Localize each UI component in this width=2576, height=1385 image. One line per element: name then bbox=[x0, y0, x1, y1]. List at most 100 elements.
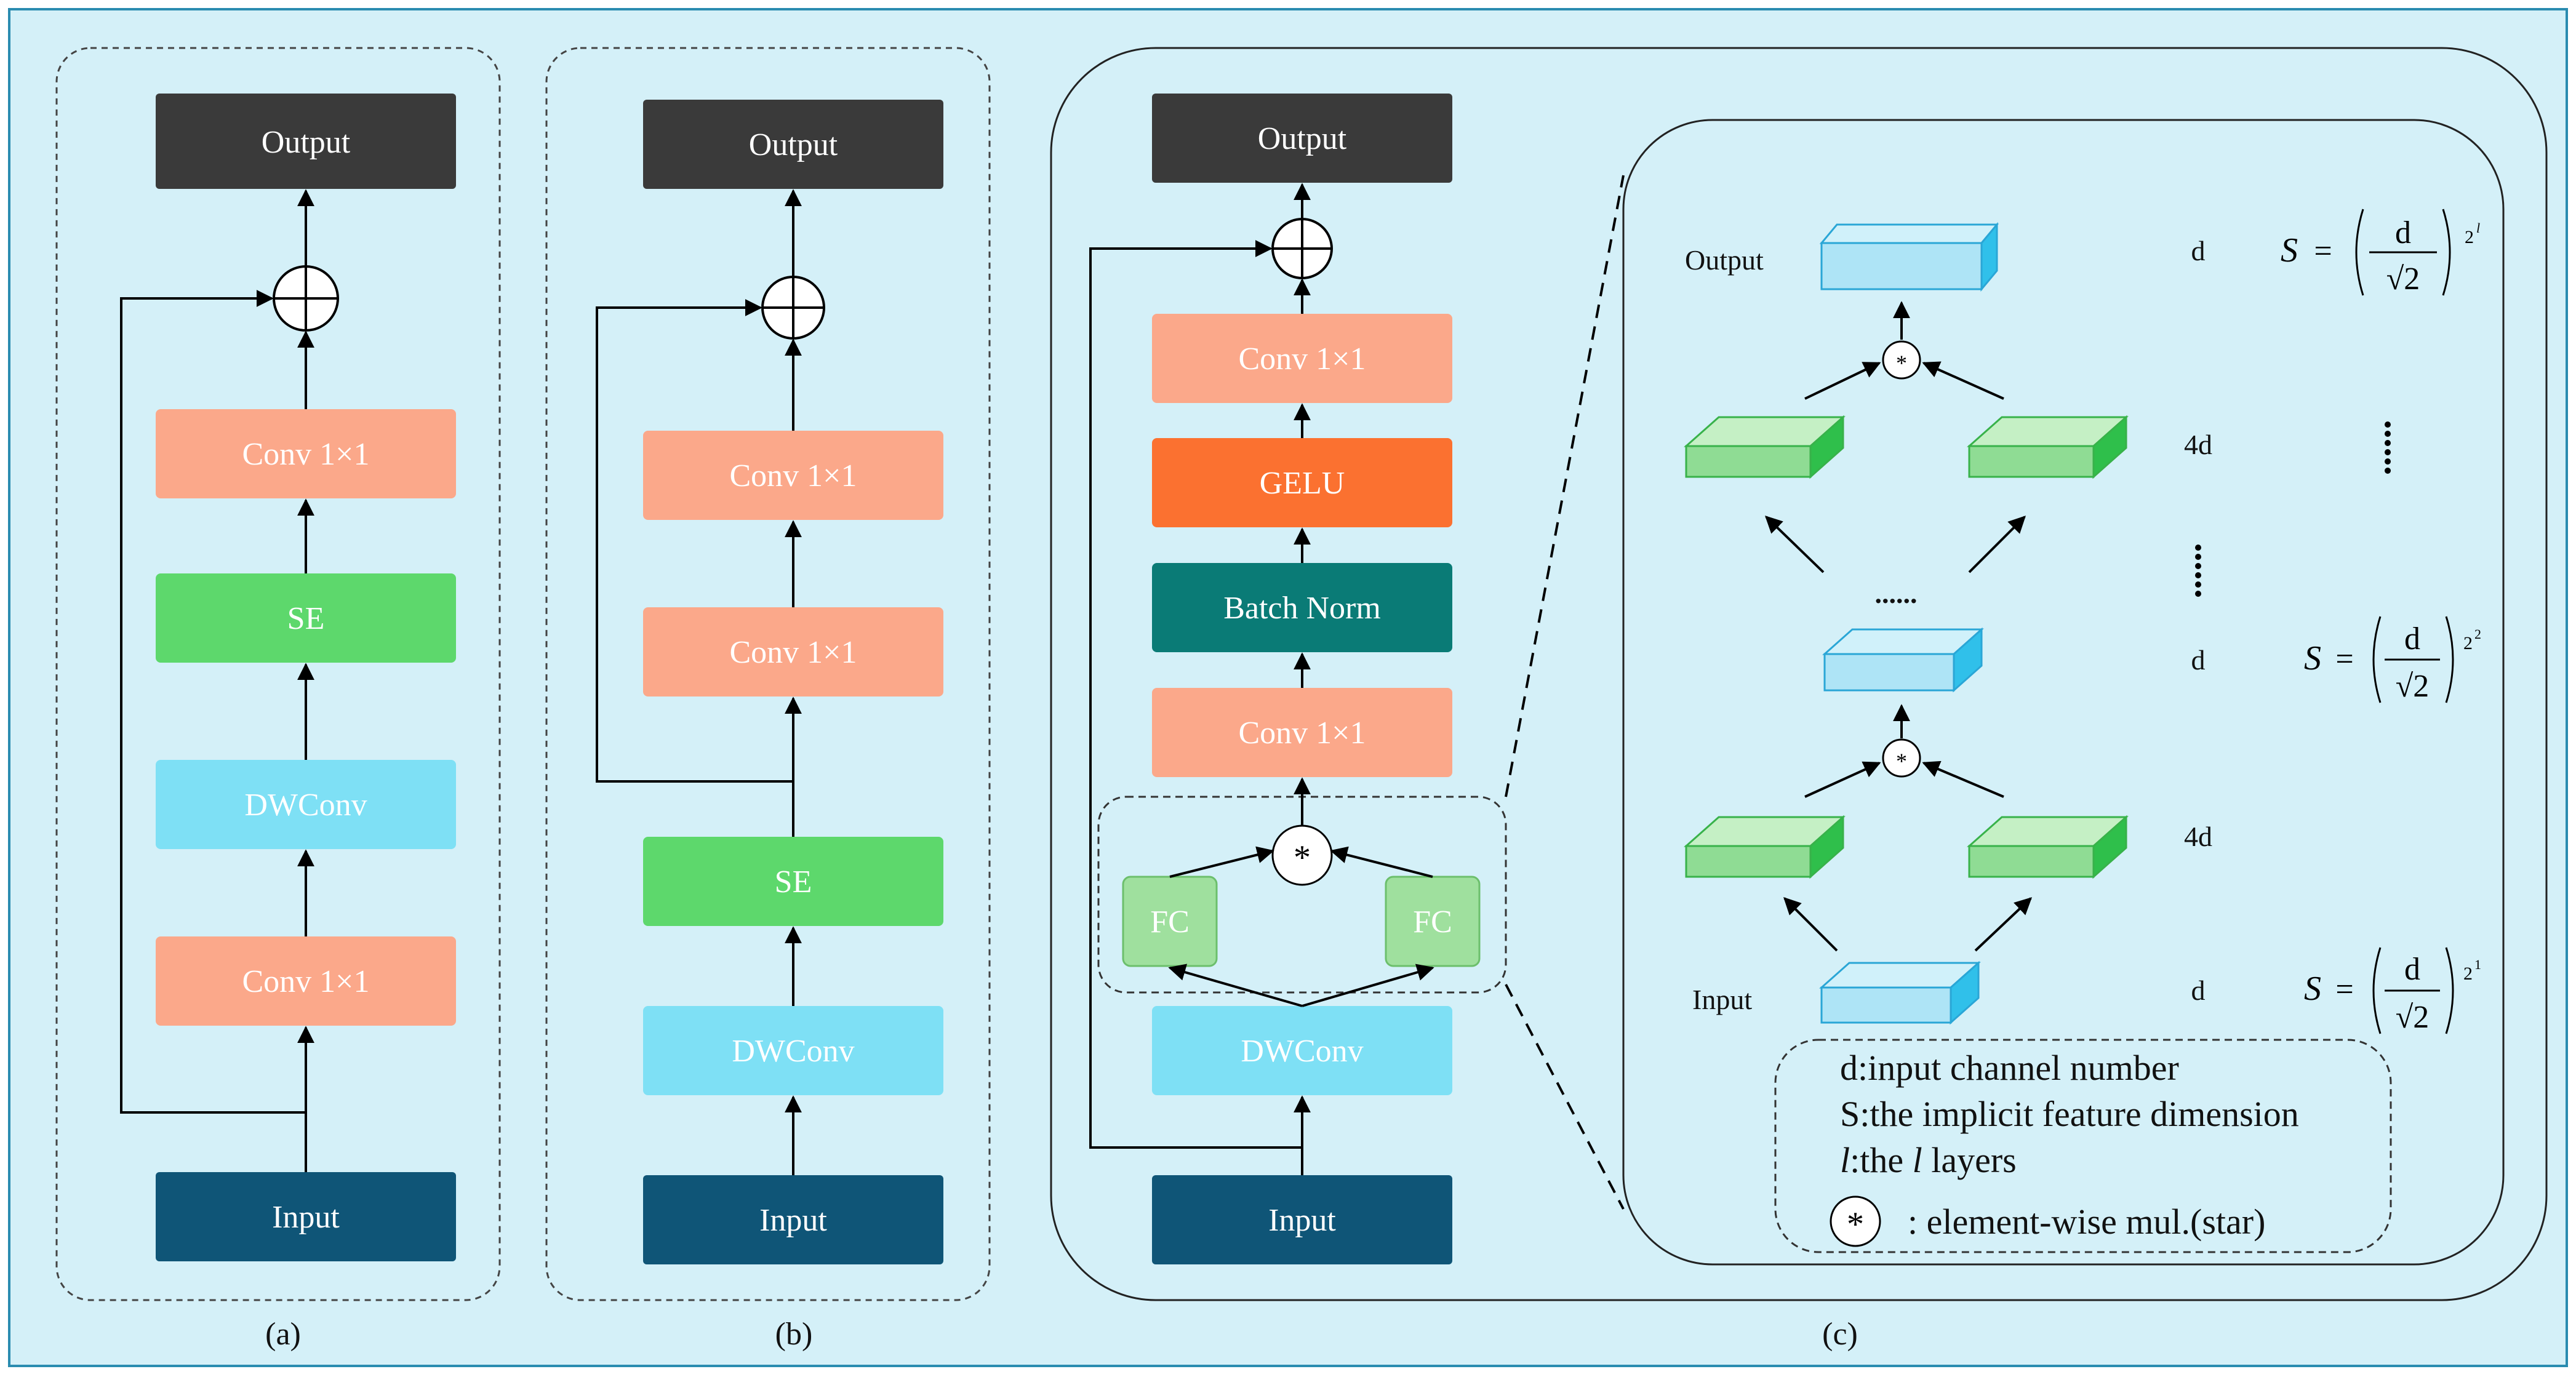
panel-c-star-symbol: * bbox=[1294, 839, 1311, 877]
detail-channel-label-3: d bbox=[2191, 644, 2206, 676]
formula-bot-den: √2 bbox=[2396, 1000, 2430, 1035]
detail-green-block-upper-left bbox=[1684, 415, 1846, 479]
formula-top-exp: 2 bbox=[2465, 227, 2474, 247]
detail-channel-label-5: d bbox=[2191, 975, 2206, 1006]
panel-c-frame bbox=[1050, 47, 2548, 1301]
formula-bot-s: S bbox=[2304, 970, 2321, 1008]
panel-a-conv-bottom-box bbox=[156, 936, 456, 1026]
panel-c-input-box bbox=[1152, 1175, 1452, 1264]
panel-b-output-label: Output bbox=[749, 127, 838, 162]
detail-green-block-lower-left bbox=[1684, 815, 1846, 879]
detail-star-top-node bbox=[1882, 340, 1921, 380]
formula-mid-num: d bbox=[2404, 621, 2420, 657]
detail-middle-block bbox=[1822, 627, 1984, 693]
panel-c-output-box bbox=[1152, 94, 1452, 183]
panel-c-gelu-box bbox=[1152, 438, 1452, 527]
panel-c-conv-bottom-box bbox=[1152, 688, 1452, 777]
legend-line-3: l:the l layers bbox=[1840, 1140, 2017, 1180]
panel-c: Output Conv 1×1 GELU Batch Norm Conv 1×1… bbox=[1050, 47, 2548, 1352]
legend-frame bbox=[1774, 1039, 2392, 1253]
diagram-background bbox=[8, 8, 2568, 1367]
panel-b-se-box bbox=[643, 837, 943, 926]
panel-c-caption: (c) bbox=[1822, 1317, 1858, 1352]
panel-c-fc-right-label: FC bbox=[1413, 904, 1452, 940]
detail-vertical-ellipsis-channels bbox=[2195, 545, 2201, 597]
panel-b-dwconv-label: DWConv bbox=[732, 1034, 854, 1069]
detail-formula-top: S = d √2 2 l bbox=[2281, 209, 2480, 297]
panel-a-frame bbox=[55, 47, 501, 1301]
formula-top-s: S bbox=[2281, 231, 2298, 269]
panel-c-batchnorm-box bbox=[1152, 563, 1452, 652]
panel-c-dwconv-box bbox=[1152, 1006, 1452, 1095]
detail-formula-middle: S = d √2 2 2 bbox=[2304, 616, 2481, 704]
panel-b-output-box bbox=[643, 100, 943, 189]
formula-top-num: d bbox=[2395, 215, 2411, 250]
formula-bot-num: d bbox=[2404, 952, 2420, 987]
panel-b-conv-top-label: Conv 1×1 bbox=[729, 458, 857, 493]
formula-bot-exp: 2 bbox=[2463, 964, 2473, 984]
panel-a-input-label: Input bbox=[272, 1200, 340, 1235]
detail-green-block-upper-right bbox=[1967, 415, 2129, 479]
panel-b-input-label: Input bbox=[759, 1203, 827, 1238]
panel-b-frame bbox=[545, 47, 991, 1301]
detail-star-top-symbol: * bbox=[1896, 351, 1907, 375]
panel-c-conv-top-label: Conv 1×1 bbox=[1238, 341, 1366, 377]
panel-a: Output Conv 1×1 SE DWConv Conv 1×1 Input… bbox=[55, 47, 501, 1352]
detail-channel-label-4: 4d bbox=[2184, 821, 2212, 852]
panel-c-gelu-label: GELU bbox=[1260, 466, 1345, 501]
formula-mid-den: √2 bbox=[2396, 669, 2430, 704]
panel-c-dwconv-label: DWConv bbox=[1241, 1034, 1363, 1069]
detail-input-label: Input bbox=[1692, 984, 1752, 1015]
detail-ellipsis-middle: ...... bbox=[1875, 578, 1918, 609]
panel-a-conv-top-box bbox=[156, 409, 456, 498]
panel-b-caption: (b) bbox=[775, 1317, 813, 1352]
panel-a-output-box bbox=[156, 94, 456, 189]
detail-channel-label-1: d bbox=[2191, 235, 2206, 266]
formula-bot-exp-sup: 1 bbox=[2474, 957, 2481, 972]
panel-a-conv-top-label: Conv 1×1 bbox=[242, 437, 369, 472]
panel-b-conv-top-box bbox=[643, 431, 943, 520]
legend-line-1: d:input channel number bbox=[1840, 1048, 2179, 1088]
panel-c-conv-top-box bbox=[1152, 314, 1452, 403]
detail-star-mid-symbol: * bbox=[1896, 749, 1907, 773]
panel-b-se-label: SE bbox=[775, 864, 812, 900]
formula-mid-exp-sup: 2 bbox=[2474, 626, 2481, 642]
detail-channel-label-2: 4d bbox=[2184, 429, 2212, 460]
legend-star-description: : element-wise mul.(star) bbox=[1908, 1202, 2265, 1242]
panel-c-conv-bottom-label: Conv 1×1 bbox=[1238, 716, 1366, 751]
formula-mid-s: S bbox=[2304, 639, 2321, 677]
panel-a-caption: (a) bbox=[265, 1317, 301, 1352]
panel-c-batchnorm-label: Batch Norm bbox=[1223, 591, 1381, 626]
panel-b: Output Conv 1×1 Conv 1×1 SE DWConv Input… bbox=[545, 47, 991, 1352]
panel-b-conv-mid-label: Conv 1×1 bbox=[729, 635, 857, 670]
detail-star-mid-node bbox=[1882, 738, 1921, 778]
detail-formula-bottom: S = d √2 2 1 bbox=[2304, 947, 2481, 1035]
legend-star-node bbox=[1830, 1195, 1881, 1247]
panel-b-dwconv-box bbox=[643, 1006, 943, 1095]
legend-star-symbol: * bbox=[1847, 1205, 1864, 1243]
panel-b-conv-mid-box bbox=[643, 607, 943, 696]
detail-input-block bbox=[1819, 960, 1981, 1025]
panel-c-input-label: Input bbox=[1268, 1203, 1336, 1238]
detail-frame bbox=[1622, 119, 2505, 1266]
panel-a-dwconv-label: DWConv bbox=[244, 788, 367, 823]
panel-a-se-box bbox=[156, 573, 456, 663]
panel-a-dwconv-box bbox=[156, 760, 456, 849]
detail-output-label: Output bbox=[1685, 244, 1764, 276]
detail-view: Output * ...... * bbox=[1622, 119, 2505, 1266]
detail-vertical-ellipsis-formulas bbox=[2385, 421, 2391, 474]
detail-green-block-lower-right bbox=[1967, 815, 2129, 879]
panel-a-conv-bottom-label: Conv 1×1 bbox=[242, 964, 369, 999]
panel-b-input-box bbox=[643, 1175, 943, 1264]
formula-mid-exp: 2 bbox=[2463, 633, 2473, 653]
formula-top-eq: = bbox=[2314, 234, 2332, 269]
detail-output-block bbox=[1819, 222, 1999, 292]
panel-a-se-label: SE bbox=[287, 601, 325, 636]
legend: d:input channel number S:the implicit fe… bbox=[1774, 1039, 2392, 1253]
legend-line-2: S:the implicit feature dimension bbox=[1840, 1094, 2299, 1134]
formula-mid-eq: = bbox=[2335, 642, 2353, 677]
formula-bot-eq: = bbox=[2335, 972, 2353, 1007]
panel-a-output-label: Output bbox=[262, 125, 351, 160]
formula-top-exp-sup: l bbox=[2476, 220, 2480, 236]
